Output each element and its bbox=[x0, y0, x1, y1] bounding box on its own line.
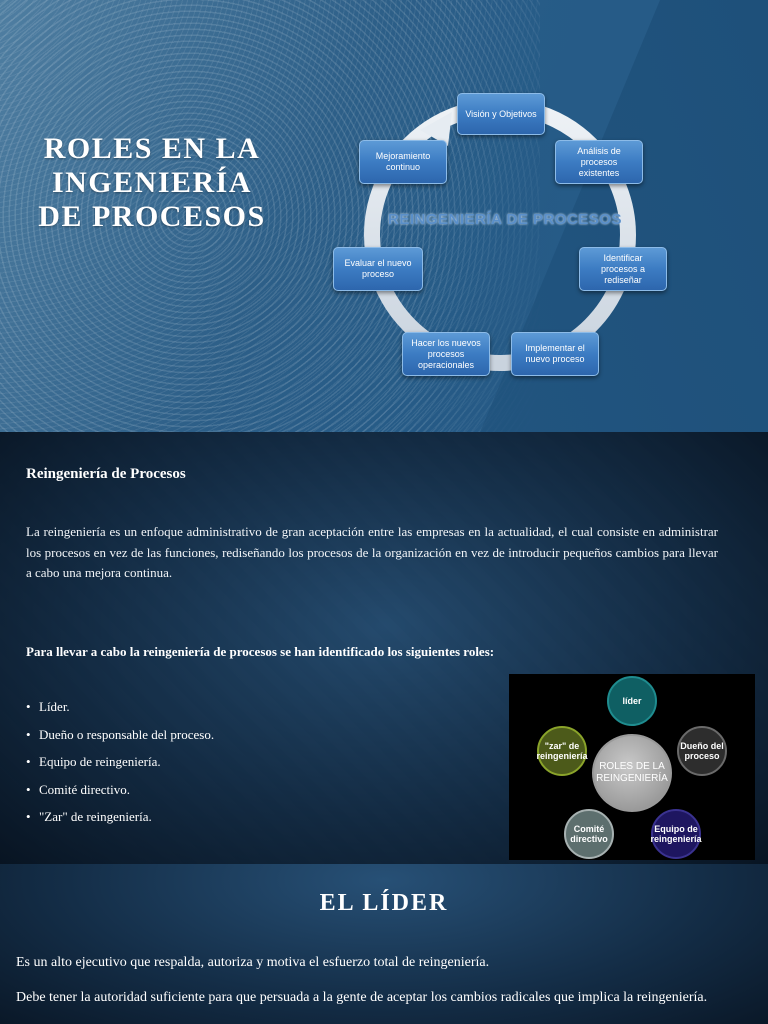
cycle-step-analisis: Análisis de procesos existentes bbox=[555, 140, 643, 184]
ring-arrow-head bbox=[420, 112, 452, 146]
diagram-circle-lider: líder bbox=[607, 676, 657, 726]
diagram-circle-equipo: Equipo de reingeniería bbox=[650, 809, 702, 859]
list-item: •Equipo de reingeniería. bbox=[26, 754, 161, 769]
description-paragraph-2: Debe tener la autoridad suficiente para … bbox=[16, 990, 708, 1005]
cycle-step-implementar: Implementar el nuevo proceso bbox=[511, 332, 599, 376]
title-slide: ROLES EN LA INGENIERÍA DE PROCESOS REING… bbox=[0, 0, 768, 432]
cycle-step-vision: Visión y Objetivos bbox=[457, 93, 545, 135]
list-item: •Comité directivo. bbox=[26, 781, 130, 797]
lider-slide: EL LÍDER Es un alto ejecutivo que respal… bbox=[0, 864, 768, 1024]
section-title: EL LÍDER bbox=[319, 890, 449, 916]
bullet-icon: • bbox=[26, 809, 31, 824]
cycle-step-evaluar: Evaluar el nuevo proceso bbox=[333, 247, 423, 291]
cycle-step-identificar: Identificar procesos a rediseñar bbox=[579, 247, 667, 291]
roles-diagram: ROLES DE LA REINGENIERÍA líder Dueño del… bbox=[509, 674, 755, 860]
diagram-circle-dueno: Dueño del proceso bbox=[677, 726, 727, 776]
list-item: •Líder. bbox=[26, 699, 70, 714]
bullet-icon: • bbox=[26, 699, 31, 714]
definition-paragraph: La reingeniería es un enfoque administra… bbox=[26, 524, 718, 580]
bullet-icon: • bbox=[26, 726, 31, 742]
roles-list: •Líder. •Dueño o responsable del proceso… bbox=[26, 698, 214, 836]
section-heading: Reingeniería de Procesos bbox=[26, 466, 186, 482]
cycle-step-operacionales: Hacer los nuevos procesos operacionales bbox=[402, 332, 490, 376]
bullet-icon: • bbox=[26, 781, 31, 797]
reingenieria-slide: Reingeniería de Procesos La reingeniería… bbox=[0, 432, 768, 864]
cycle-center-label: REINGENIERÍA DE PROCESOS bbox=[388, 211, 622, 228]
diagram-circle-zar: "zar" de reingeniería bbox=[536, 726, 588, 776]
roles-intro: Para llevar a cabo la reingeniería de pr… bbox=[26, 644, 495, 659]
list-item: •"Zar" de reingeniería. bbox=[26, 809, 152, 824]
cycle-step-mejoramiento: Mejoramiento continuo bbox=[359, 140, 447, 184]
diagram-circle-comite: Comité directivo bbox=[564, 809, 614, 859]
description-paragraph-1: Es un alto ejecutivo que respalda, autor… bbox=[16, 955, 490, 970]
slide-title: ROLES EN LA INGENIERÍA DE PROCESOS bbox=[38, 132, 266, 233]
bullet-icon: • bbox=[26, 754, 31, 769]
list-item: •Dueño o responsable del proceso. bbox=[26, 726, 215, 742]
diagram-center-circle: ROLES DE LA REINGENIERÍA bbox=[592, 734, 672, 812]
